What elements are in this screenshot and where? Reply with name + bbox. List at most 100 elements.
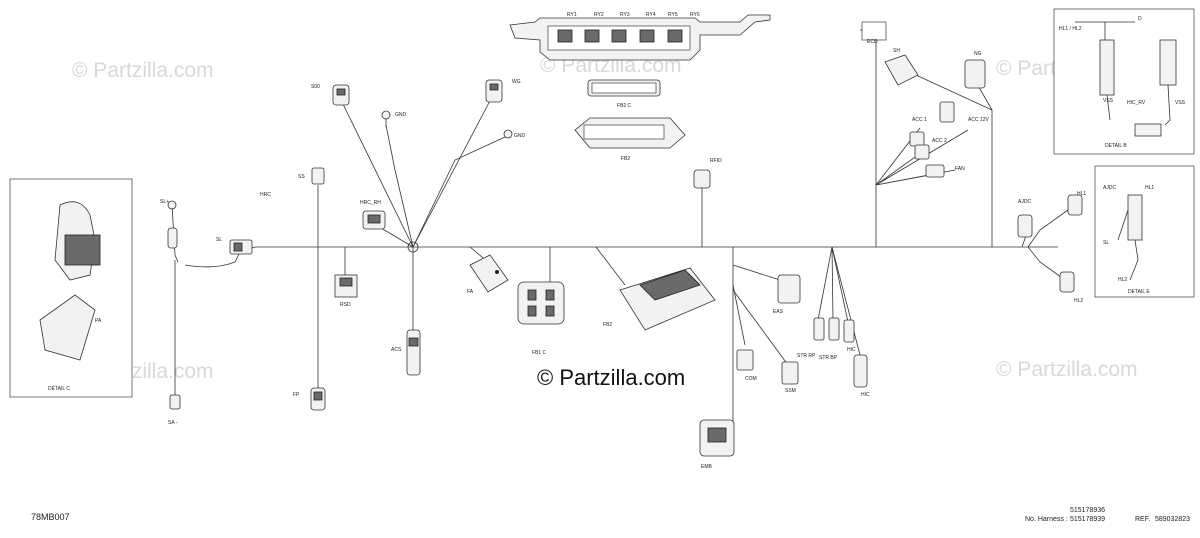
wire-com xyxy=(732,284,746,346)
label-hl2: HL2 xyxy=(1074,298,1083,304)
wire-gnd2 xyxy=(412,136,506,248)
label-detail-e-sl: SL xyxy=(1103,240,1109,246)
connector-str[interactable] xyxy=(813,317,855,343)
label-pa: PA xyxy=(95,318,102,324)
connector-s00[interactable] xyxy=(332,84,350,106)
label-detail-e-hl1: HL1 xyxy=(1145,185,1154,191)
label-hic-bottom: HIC xyxy=(861,392,870,398)
connector-sl[interactable] xyxy=(229,239,253,255)
relay-label: RY5 xyxy=(668,12,678,18)
label-rfid: RFID xyxy=(710,158,722,164)
label-ajdc: AJDC xyxy=(1018,199,1031,205)
label-hl1: HL1 xyxy=(1077,191,1086,197)
label-str-rp: STR RP xyxy=(797,353,816,359)
connector-gnd2[interactable] xyxy=(503,129,513,139)
relay-box[interactable] xyxy=(509,14,771,61)
relay-label: RY3 xyxy=(620,12,630,18)
connector-rsd[interactable] xyxy=(334,274,358,298)
label-detail-b-hl: HL1 / HL2 xyxy=(1059,26,1082,32)
connector-sa[interactable] xyxy=(169,394,181,410)
relay-label: RY2 xyxy=(594,12,604,18)
relay-label: RY6 xyxy=(690,12,700,18)
label-emb: EMB xyxy=(701,464,713,470)
connector-ajdc[interactable] xyxy=(1017,194,1083,293)
label-detail-e-hl2: HL2 xyxy=(1118,277,1127,283)
label-fp: FP xyxy=(293,392,300,398)
connector-emb[interactable] xyxy=(699,419,735,457)
harness-number: 515178936 xyxy=(1070,507,1105,514)
label-eas: EAS xyxy=(773,309,784,315)
label-list: RY1 RY2 RY3 RY4 RY5 RY6 FB2 C FB2 ECD S0… xyxy=(160,12,1086,470)
ref-value: 589032823 xyxy=(1155,516,1190,523)
label-detail-b-hicrv: HIC_RV xyxy=(1127,100,1146,106)
label-hrc: HRC xyxy=(260,192,271,198)
wire-ssm xyxy=(732,289,789,366)
relay-label: RY1 xyxy=(567,12,577,18)
label-hic: HIC xyxy=(847,347,856,353)
fuse-block-fb2c[interactable] xyxy=(587,79,661,97)
connector-fp[interactable] xyxy=(310,387,326,411)
connector-hrc[interactable] xyxy=(362,210,386,230)
detail-e-title: DETAIL E xyxy=(1128,289,1150,295)
wire-str2 xyxy=(831,246,834,321)
relay-label: RY4 xyxy=(646,12,656,18)
label-acc2: ACC 2 xyxy=(932,138,947,144)
label-fb2: FB2 xyxy=(621,156,630,162)
ref-label: REF. xyxy=(1135,516,1150,523)
wire-str xyxy=(817,246,833,321)
label-sh: SH xyxy=(893,48,900,54)
detail-title: DÉTAIL C xyxy=(48,385,70,392)
label-ss: SS xyxy=(298,174,305,180)
wire-s00 xyxy=(340,99,414,248)
label-com: COM xyxy=(745,376,757,382)
label-ecd: ECD xyxy=(867,39,878,45)
label-detail-b-d: D xyxy=(1138,16,1142,22)
label-wg: WG xyxy=(512,79,521,85)
connector-ng[interactable] xyxy=(964,59,986,89)
connector-acc[interactable] xyxy=(909,101,955,178)
wire-fb2 xyxy=(595,246,626,286)
wire-eas xyxy=(732,264,781,281)
detail-b: HL1 / HL2 D VSS HIC_RV VSS DETAIL B xyxy=(1053,8,1195,155)
connector-st[interactable] xyxy=(167,200,178,249)
connector-wg[interactable] xyxy=(485,79,503,103)
fuse-box-fb1[interactable] xyxy=(517,281,565,325)
connector-com[interactable] xyxy=(736,349,754,371)
label-sa: SA - xyxy=(168,420,178,426)
connector-eas[interactable] xyxy=(777,274,801,304)
label-fan: FAN xyxy=(955,166,965,172)
label-fb1c: FB1 C xyxy=(532,350,547,356)
wire-wg xyxy=(412,96,493,248)
connector-ss[interactable] xyxy=(311,167,325,185)
label-ng: NG xyxy=(974,51,982,57)
label-detail-b-vss: VSS xyxy=(1103,98,1114,104)
connector-gnd1[interactable] xyxy=(381,110,391,127)
harness-label: No. Harness : xyxy=(1025,516,1068,523)
harness-number: 515178939 xyxy=(1070,516,1105,523)
fuse-block-fb2[interactable] xyxy=(574,117,686,149)
label-detail-e-ajdc: AJDC xyxy=(1103,185,1116,191)
label-acs: ACS xyxy=(391,347,402,353)
connector-ecd[interactable] xyxy=(861,21,887,41)
connector-rfid[interactable] xyxy=(693,169,711,189)
wire-sl xyxy=(171,204,179,263)
label-hrc-rh: HRC_RH xyxy=(360,200,381,206)
label-rsd: RSD xyxy=(340,302,351,308)
label-st: SL+ xyxy=(160,199,169,205)
label-gnd: GND xyxy=(514,133,526,139)
connector-acs[interactable] xyxy=(406,329,421,376)
wire-hic xyxy=(831,246,861,356)
watermark-main: © Partzilla.com xyxy=(537,365,685,390)
connector-hic[interactable] xyxy=(853,354,868,388)
connector-fa[interactable] xyxy=(469,254,509,293)
connector-sh[interactable] xyxy=(884,54,919,86)
wire-gnd1 xyxy=(385,124,414,248)
fuse-box-fb2[interactable] xyxy=(619,267,716,331)
label-acc1: ACC 1 xyxy=(912,117,927,123)
label-detail-b-vss2: VSS xyxy=(1175,100,1186,106)
connector-ssm[interactable] xyxy=(781,361,799,385)
detail-b-title: DETAIL B xyxy=(1105,143,1127,149)
detail-e: AJDC HL1 SL HL2 DETAIL E xyxy=(1094,165,1195,298)
